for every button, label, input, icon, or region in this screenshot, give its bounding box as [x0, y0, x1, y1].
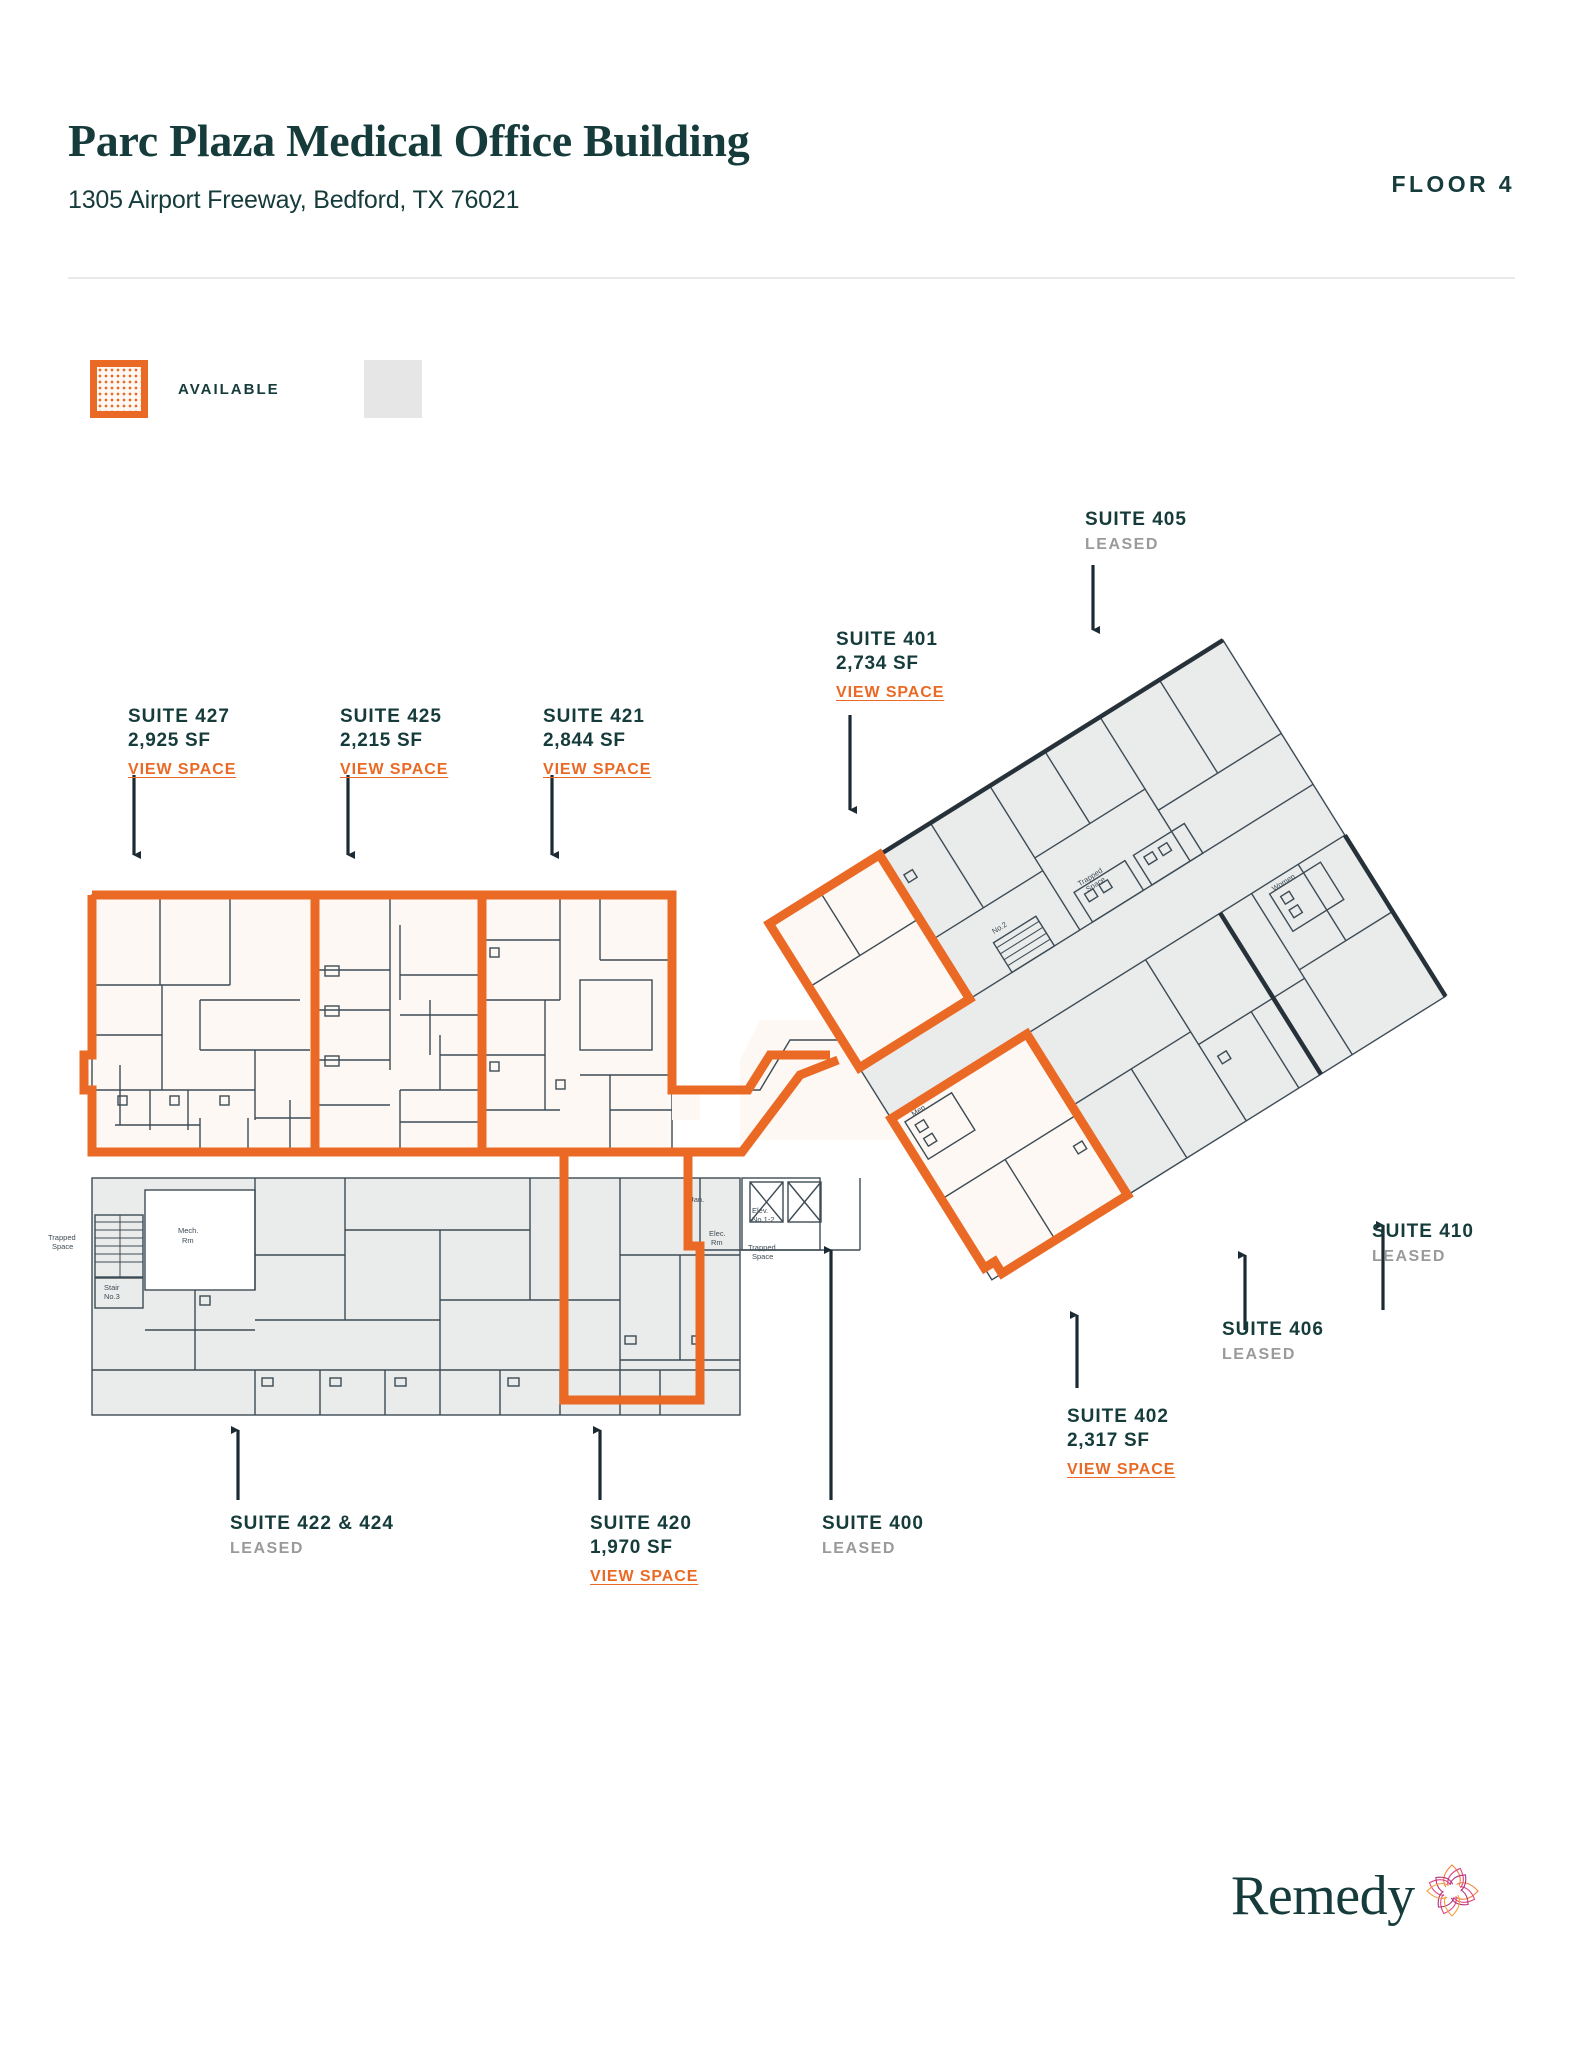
legend-leased-swatch [363, 360, 422, 418]
callout-suite-422-424-status: LEASED [230, 1540, 304, 1558]
callout-suite-427: SUITE 427 2,925 SF VIEW SPACE [128, 705, 236, 779]
callout-suite-421: SUITE 421 2,844 SF VIEW SPACE [543, 705, 651, 779]
floor-label: FLOOR 4 [1391, 171, 1515, 197]
callout-suite-406: SUITE 406 LEASED [1222, 1318, 1324, 1364]
callout-suite-425-name: SUITE 425 [340, 706, 442, 727]
remedy-pinwheel-icon [1425, 1864, 1479, 1917]
svg-text:Rm: Rm [711, 1238, 723, 1247]
callout-suite-410: SUITE 410 LEASED [1372, 1220, 1474, 1266]
callout-suite-401: SUITE 401 2,734 SF VIEW SPACE [836, 628, 944, 702]
callout-suite-406-name: SUITE 406 [1222, 1319, 1324, 1340]
callout-suite-400-status: LEASED [822, 1540, 896, 1558]
callout-suite-406-status: LEASED [1222, 1346, 1296, 1364]
callout-suite-402-sf: 2,317 SF [1067, 1430, 1150, 1452]
room-label-trapped-space-center: Trapped [748, 1243, 776, 1252]
outline-suite-402 [884, 1027, 1134, 1280]
room-label-elevators: Elev. [752, 1206, 768, 1215]
room-label-mech-rm: Mech. [178, 1226, 198, 1235]
remedy-logo: Remedy [1231, 1864, 1483, 1927]
callout-suite-402-view-space-link[interactable]: VIEW SPACE [1067, 1460, 1176, 1478]
page-title: Parc Plaza Medical Office Building [68, 115, 750, 166]
legend-available-label: AVAILABLE [178, 380, 280, 398]
room-label-trapped-space-west: Trapped [48, 1233, 76, 1242]
callout-suite-421-name: SUITE 421 [543, 706, 645, 727]
legend: AVAILABLE [90, 360, 422, 418]
callout-suite-420-name: SUITE 420 [590, 1513, 692, 1534]
legend-available-pattern [97, 367, 141, 411]
svg-text:Space: Space [52, 1242, 73, 1251]
callout-suite-425-sf: 2,215 SF [340, 730, 423, 752]
room-label-stair-3: Stair [104, 1283, 120, 1292]
outline-corridor-upper [672, 1050, 830, 1095]
page-header: Parc Plaza Medical Office Building 1305 … [68, 118, 1515, 215]
callout-suite-402-name: SUITE 402 [1067, 1406, 1169, 1427]
header-divider [68, 277, 1515, 279]
callout-suite-402: SUITE 402 2,317 SF VIEW SPACE [1067, 1405, 1175, 1479]
callout-suite-421-view-space-link[interactable]: VIEW SPACE [543, 760, 652, 778]
remedy-wordmark: Remedy [1231, 1865, 1415, 1927]
outline-corridor-lower [672, 1055, 840, 1157]
callout-suite-405-status: LEASED [1085, 536, 1159, 554]
svg-text:No.3: No.3 [104, 1292, 120, 1301]
outline-available-west-south [79, 895, 672, 1157]
callout-suite-422-424-name: SUITE 422 & 424 [230, 1513, 394, 1534]
callout-suite-401-view-space-link[interactable]: VIEW SPACE [836, 683, 945, 701]
callout-suite-421-sf: 2,844 SF [543, 730, 626, 752]
callout-suite-420-sf: 1,970 SF [590, 1537, 673, 1559]
callout-suite-401-sf: 2,734 SF [836, 653, 919, 675]
svg-text:Space: Space [752, 1252, 773, 1261]
callout-suite-410-status: LEASED [1372, 1248, 1446, 1266]
callout-suite-420: SUITE 420 1,970 SF VIEW SPACE [590, 1512, 698, 1586]
outline-suite-420 [559, 1147, 705, 1405]
legend-available-swatch [90, 360, 148, 418]
callout-suite-422-424: SUITE 422 & 424 LEASED [230, 1512, 394, 1558]
callout-suite-405: SUITE 405 LEASED [1085, 508, 1187, 554]
svg-text:Rm: Rm [182, 1236, 194, 1245]
callout-suite-427-sf: 2,925 SF [128, 730, 211, 752]
callout-suite-420-view-space-link[interactable]: VIEW SPACE [590, 1567, 699, 1585]
svg-text:No.1-2: No.1-2 [752, 1215, 775, 1224]
building-address: 1305 Airport Freeway, Bedford, TX 76021 [68, 186, 520, 214]
callout-suite-405-name: SUITE 405 [1085, 509, 1187, 530]
room-label-elec-rm: Elec. [709, 1229, 726, 1238]
callout-suite-427-name: SUITE 427 [128, 706, 230, 727]
room-label-jan: Jan. [690, 1195, 704, 1204]
callout-suite-401-name: SUITE 401 [836, 629, 938, 650]
callout-suite-400: SUITE 400 LEASED [822, 1512, 924, 1558]
callout-suite-410-name: SUITE 410 [1372, 1221, 1474, 1242]
callout-suite-425: SUITE 425 2,215 SF VIEW SPACE [340, 705, 448, 779]
callout-suite-425-view-space-link[interactable]: VIEW SPACE [340, 760, 449, 778]
callout-suite-400-name: SUITE 400 [822, 1513, 924, 1534]
outline-suite-401 [763, 848, 976, 1075]
callout-suite-427-view-space-link[interactable]: VIEW SPACE [128, 760, 237, 778]
